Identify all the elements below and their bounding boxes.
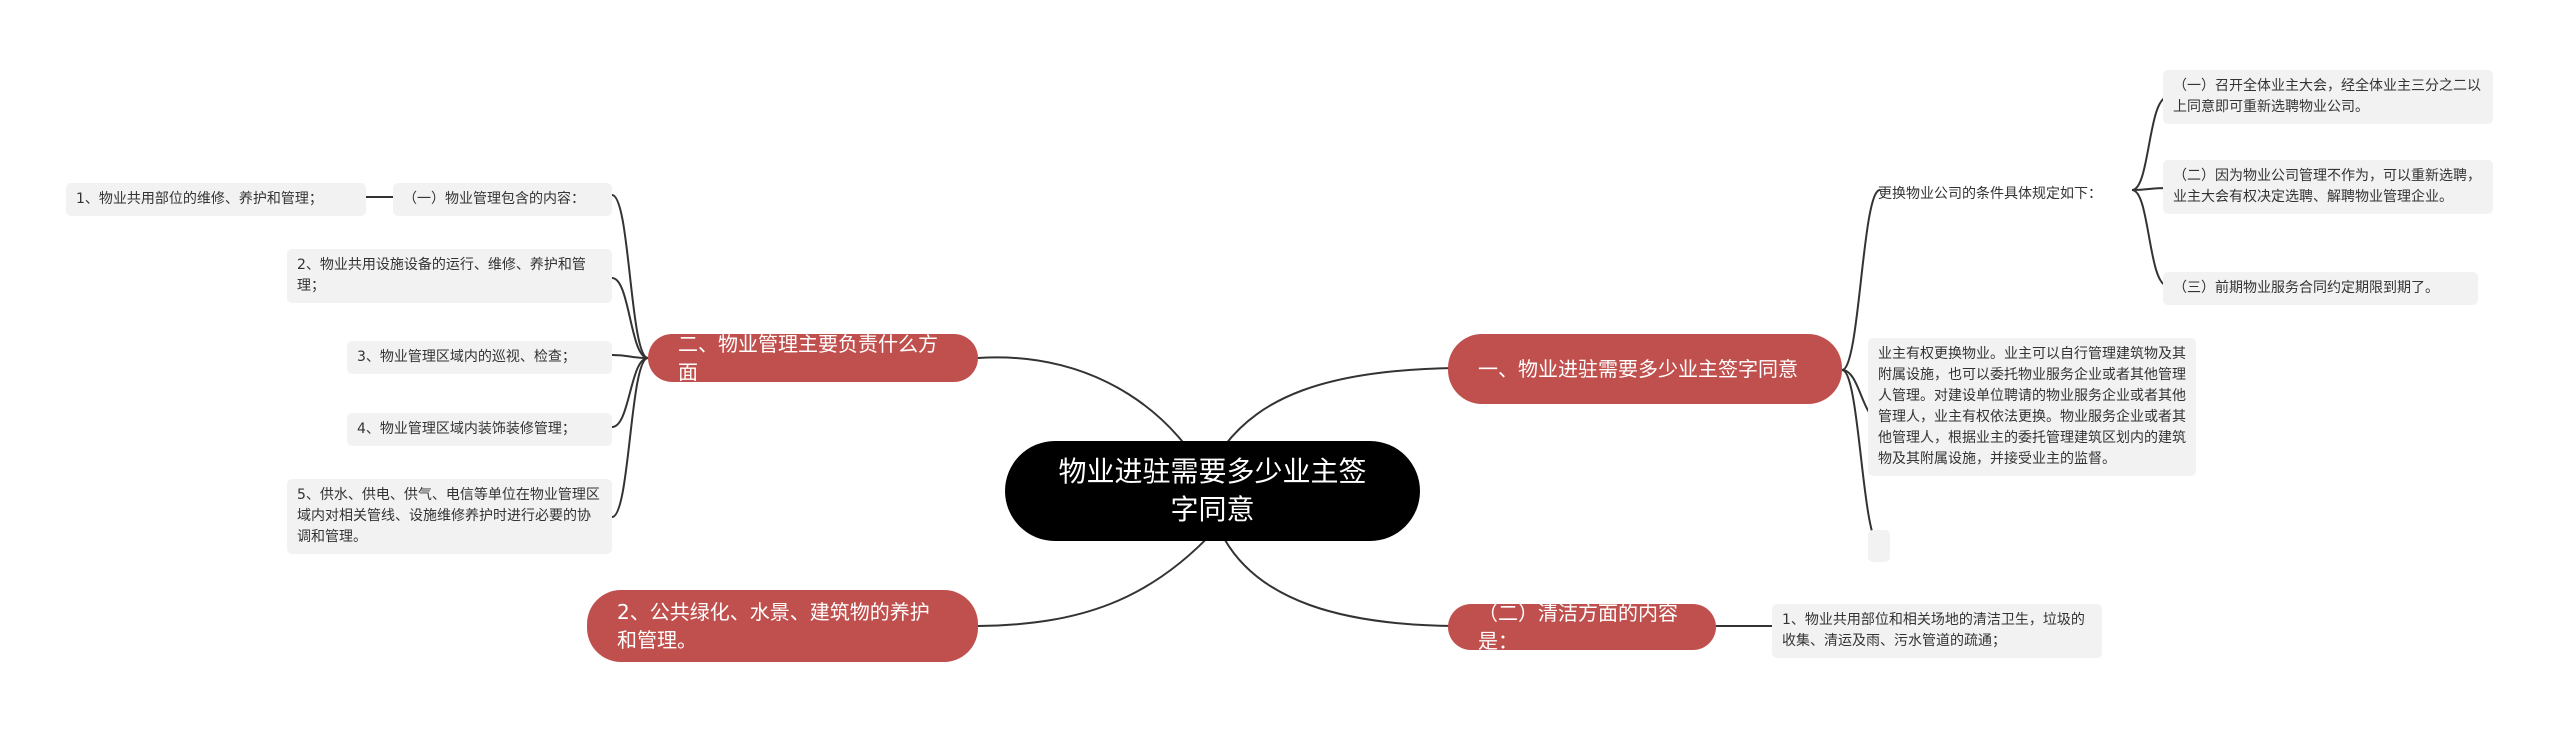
conditions-title-text: 更换物业公司的条件具体规定如下： [1878, 186, 2102, 202]
condition-item-2[interactable]: （二）因为物业公司管理不作为，可以重新选聘，业主大会有权决定选聘、解聘物业管理企… [2163, 160, 2493, 214]
root-node[interactable]: 物业进驻需要多少业主签字同意 [1005, 441, 1420, 541]
link-root-right2 [1224, 539, 1456, 627]
content-title-text: （一）物业管理包含的内容： [403, 191, 585, 207]
branch-right1[interactable]: 一、物业进驻需要多少业主签字同意 [1448, 334, 1842, 404]
condition-item-3[interactable]: （三）前期物业服务合同约定期限到期了。 [2163, 272, 2478, 305]
left-item-2[interactable]: 2、物业共用设施设备的运行、维修、养护和管理； [287, 249, 612, 303]
condition-item-2-text: （二）因为物业公司管理不作为，可以重新选聘，业主大会有权决定选聘、解聘物业管理企… [2173, 168, 2481, 205]
link-root-right1 [1224, 367, 1456, 446]
link-left1-item4 [611, 357, 649, 428]
condition-item-3-text: （三）前期物业服务合同约定期限到期了。 [2173, 280, 2439, 296]
branch-left1-label: 二、物业管理主要负责什么方面 [678, 332, 938, 384]
branch-right1-label: 一、物业进驻需要多少业主签字同意 [1478, 357, 1798, 381]
rights-text[interactable]: 业主有权更换物业。业主可以自行管理建筑物及其附属设施，也可以委托物业服务企业或者… [1868, 338, 2196, 476]
content-sub[interactable]: 1、物业共用部位的维修、养护和管理； [66, 183, 366, 216]
left-item-3[interactable]: 3、物业管理区域内的巡视、检查； [347, 341, 612, 374]
rights-text-body: 业主有权更换物业。业主可以自行管理建筑物及其附属设施，也可以委托物业服务企业或者… [1878, 346, 2186, 467]
content-title[interactable]: （一）物业管理包含的内容： [393, 183, 612, 216]
condition-item-1-text: （一）召开全体业主大会，经全体业主三分之二以上同意即可重新选聘物业公司。 [2173, 78, 2481, 115]
cleaning-item-text: 1、物业共用部位和相关场地的清洁卫生，垃圾的收集、清运及雨、污水管道的疏通； [1782, 612, 2085, 649]
link-left1-item2 [611, 277, 649, 359]
cleaning-item[interactable]: 1、物业共用部位和相关场地的清洁卫生，垃圾的收集、清运及雨、污水管道的疏通； [1772, 604, 2102, 658]
branch-left1[interactable]: 二、物业管理主要负责什么方面 [648, 332, 978, 384]
empty-leaf[interactable] [1868, 530, 1890, 562]
left-item-5[interactable]: 5、供水、供电、供气、电信等单位在物业管理区域内对相关管线、设施维修养护时进行必… [287, 479, 612, 554]
branch-left2-label: 2、公共绿化、水景、建筑物的养护和管理。 [617, 600, 930, 652]
link-conditions-1 [2131, 96, 2169, 191]
branch-left2[interactable]: 2、公共绿化、水景、建筑物的养护和管理。 [587, 590, 978, 662]
link-right1-conditions [1841, 189, 1881, 371]
link-left1-item3 [611, 354, 649, 359]
branch-right2[interactable]: （二）清洁方面的内容是： [1448, 601, 1716, 653]
link-conditions-3 [2131, 189, 2169, 287]
left-item-5-text: 5、供水、供电、供气、电信等单位在物业管理区域内对相关管线、设施维修养护时进行必… [297, 487, 600, 545]
left-item-4[interactable]: 4、物业管理区域内装饰装修管理； [347, 413, 612, 446]
branch-right2-label: （二）清洁方面的内容是： [1478, 601, 1678, 653]
left-item-4-text: 4、物业管理区域内装饰装修管理； [357, 421, 576, 437]
link-left1-item5 [611, 357, 649, 518]
link-root-left2 [977, 529, 1216, 627]
content-sub-text: 1、物业共用部位的维修、养护和管理； [76, 191, 323, 207]
conditions-title[interactable]: 更换物业公司的条件具体规定如下： [1868, 178, 2132, 211]
left-item-3-text: 3、物业管理区域内的巡视、检查； [357, 349, 576, 365]
root-title: 物业进驻需要多少业主签字同意 [1058, 455, 1367, 526]
link-left1-content [611, 194, 649, 359]
condition-item-1[interactable]: （一）召开全体业主大会，经全体业主三分之二以上同意即可重新选聘物业公司。 [2163, 70, 2493, 124]
left-item-2-text: 2、物业共用设施设备的运行、维修、养护和管理； [297, 257, 586, 294]
